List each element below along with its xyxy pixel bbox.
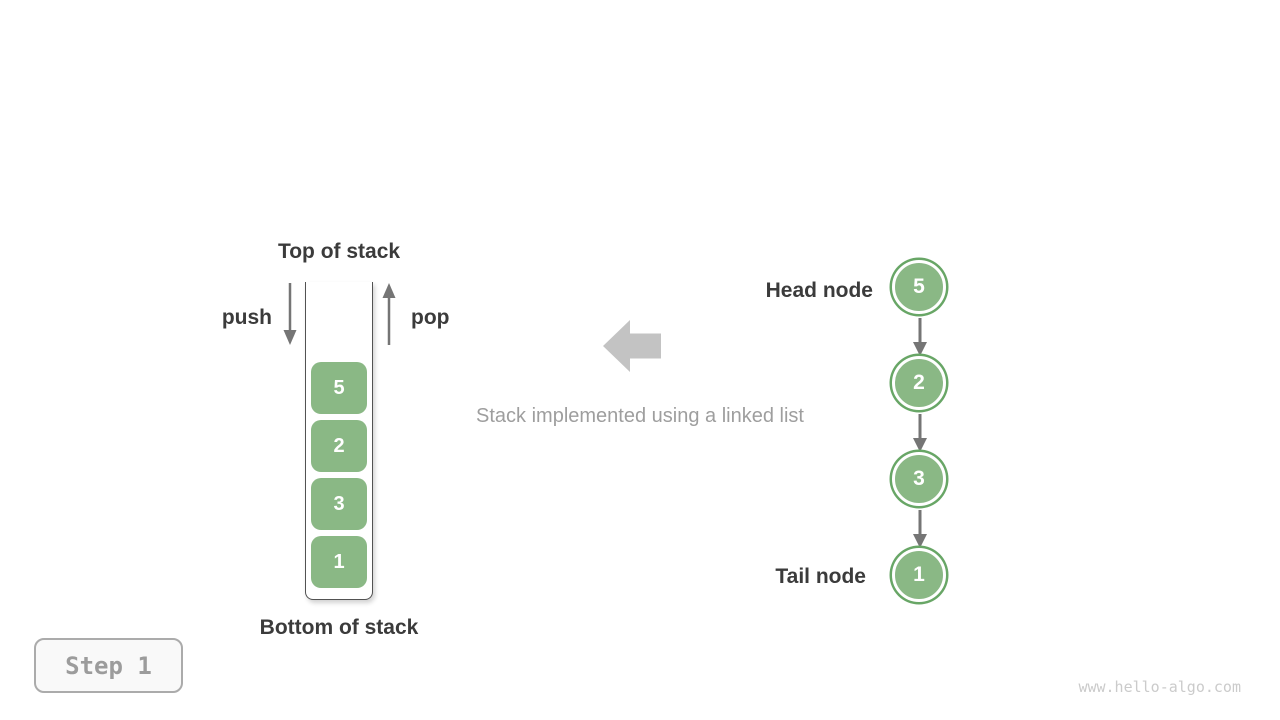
down-connector-arrow-icon (913, 510, 927, 548)
pop-up-arrow-icon (382, 283, 396, 345)
pop-label: pop (411, 306, 450, 329)
top-of-stack-label: Top of stack (277, 240, 401, 263)
stack-item: 3 (311, 478, 367, 530)
stack-item: 2 (311, 420, 367, 472)
linked-list-node: 3 (892, 452, 946, 506)
down-connector-arrow-icon (913, 318, 927, 356)
left-arrow-icon (603, 320, 661, 372)
diagram-caption: Stack implemented using a linked list (476, 405, 804, 427)
step-badge: Step 1 (34, 638, 183, 693)
head-node-label: Head node (765, 279, 873, 302)
linked-list-node: 2 (892, 356, 946, 410)
bottom-of-stack-label: Bottom of stack (259, 616, 419, 639)
linked-list-node: 1 (892, 548, 946, 602)
push-label: push (221, 306, 272, 329)
stack-item: 1 (311, 536, 367, 588)
tail-node-label: Tail node (775, 565, 866, 588)
linked-list-node: 5 (892, 260, 946, 314)
down-connector-arrow-icon (913, 414, 927, 452)
watermark: www.hello-algo.com (1078, 678, 1241, 696)
push-down-arrow-icon (283, 283, 297, 345)
stack-item: 5 (311, 362, 367, 414)
